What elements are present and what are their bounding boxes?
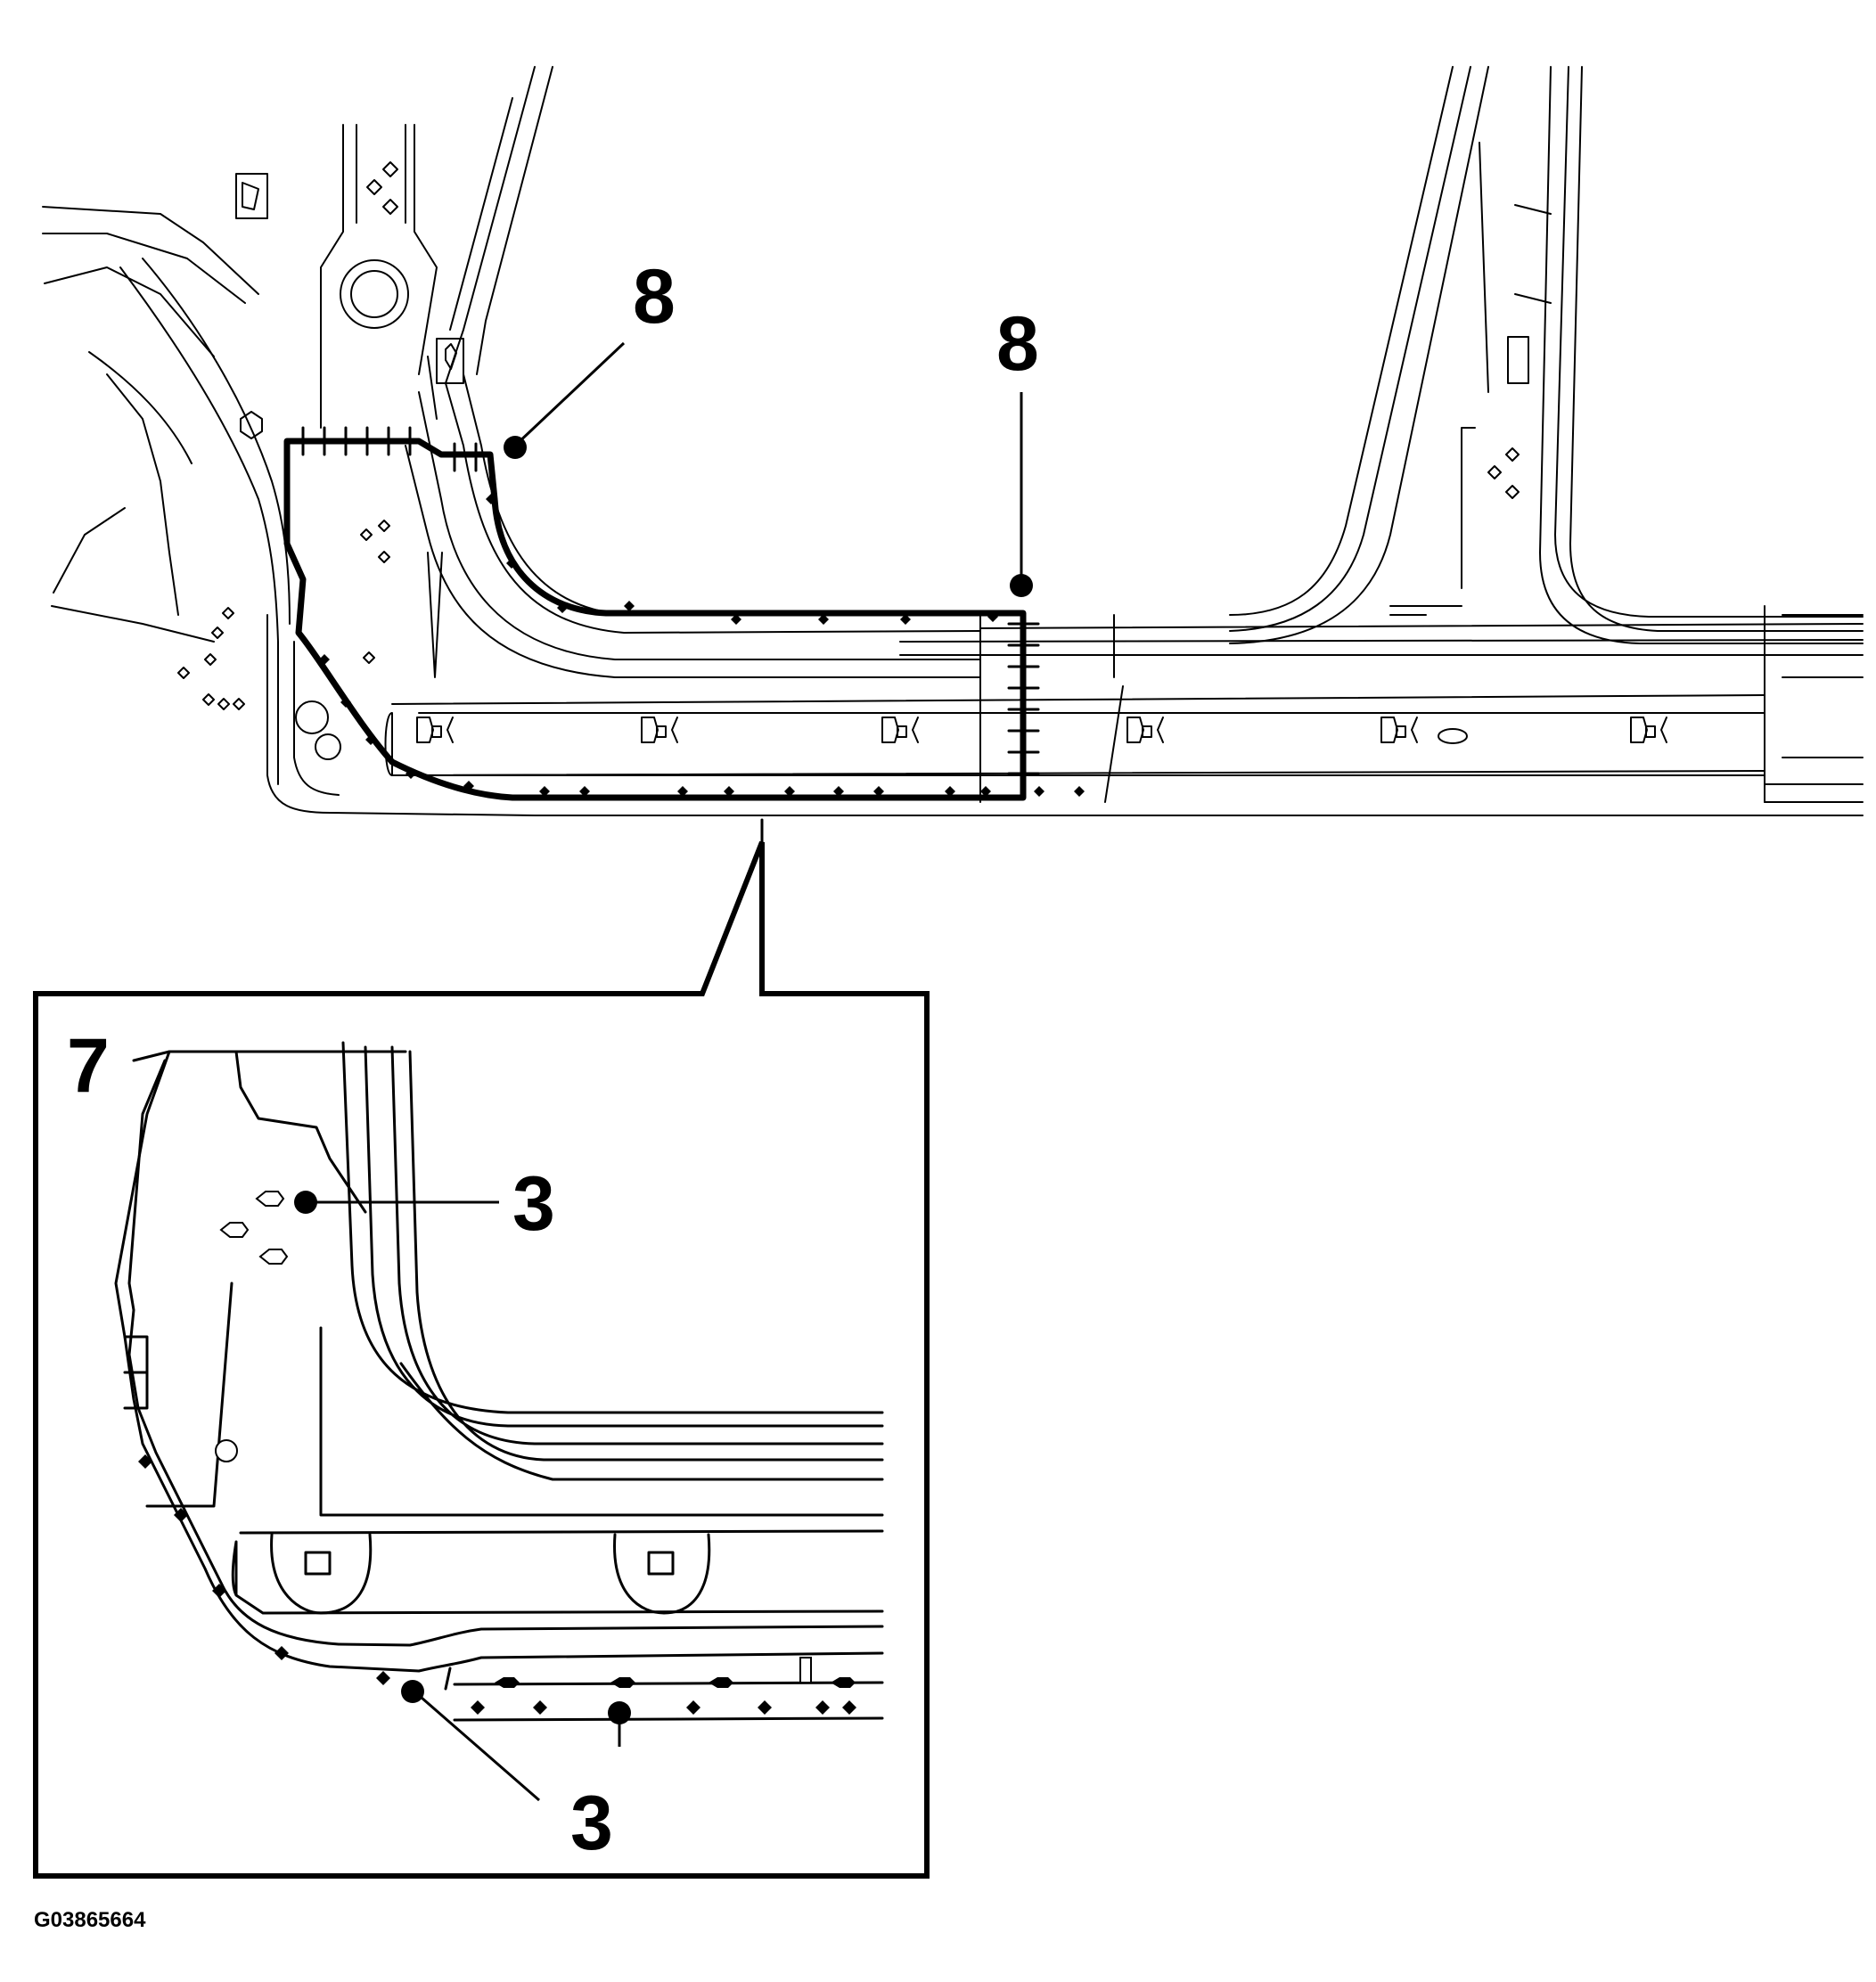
- leader-8-right-dot: [1010, 574, 1033, 597]
- b-pillar-slot: [1507, 336, 1529, 384]
- detail-hex-2: [219, 1222, 250, 1238]
- hinge-bracket: [235, 173, 268, 219]
- spot-weld-ticks-top: [301, 426, 478, 472]
- callout-8-left: 8: [633, 254, 676, 340]
- door-opening-outer: [445, 373, 981, 634]
- a-pillar-slot: [436, 338, 464, 384]
- detail-rocker-boss-2: [613, 1533, 711, 1615]
- detail-hex-3: [258, 1249, 289, 1265]
- callout-3-lower: 3: [570, 1781, 613, 1866]
- callout-3-upper: 3: [512, 1161, 555, 1247]
- detail-slot: [799, 1657, 812, 1683]
- rocker-dividers: [979, 605, 1765, 803]
- rocker-lines: [384, 614, 1864, 803]
- a-pillar: [427, 66, 553, 420]
- callout-7: 7: [67, 1023, 110, 1109]
- main-view: 8 8: [42, 66, 1864, 816]
- panel-diamonds-b: [177, 607, 245, 710]
- sill-lower-corner: [266, 614, 1864, 816]
- detail-hole: [215, 1439, 238, 1462]
- b-pillar: [1229, 66, 1864, 644]
- detail-rocker: [231, 1529, 884, 1615]
- detail-door-curve: [341, 1041, 884, 1481]
- leader-3-upper-dot: [294, 1191, 317, 1214]
- b-pillar-diamonds: [1487, 447, 1520, 499]
- b-pillar-lower: [1389, 427, 1476, 607]
- callout-8-right: 8: [996, 301, 1039, 387]
- hinge-hole-large: [340, 259, 409, 329]
- hinge-pillar: [320, 124, 438, 429]
- spot-weld-ticks-right: [1007, 622, 1040, 775]
- leader-3-lower-a: [414, 1690, 540, 1802]
- fender-outline: [42, 206, 259, 643]
- leader-3-lower-b-dot: [608, 1701, 631, 1724]
- panel-diamonds-a: [360, 520, 390, 664]
- leader-8-left-dot: [504, 436, 527, 459]
- hinge-hole-inner: [350, 270, 398, 318]
- pillar-small-diamonds: [366, 161, 398, 215]
- repair-cut-outline: [283, 438, 1027, 801]
- leader-3-lower-a-dot: [401, 1680, 424, 1703]
- detail-panel-edge: [145, 1050, 884, 1517]
- detail-frame: [33, 840, 930, 1879]
- figure-reference: G03865664: [34, 1908, 146, 1932]
- leader-8-left: [513, 341, 626, 447]
- detail-view: 7 3 3: [33, 818, 930, 1879]
- sill-corner-hole: [315, 733, 341, 760]
- arch-inner: [88, 351, 193, 616]
- detail-rocker-boss-1: [270, 1533, 373, 1615]
- detail-hex-1: [255, 1191, 285, 1207]
- pillar-hex: [240, 411, 263, 439]
- wheel-arch: [119, 258, 291, 785]
- door-opening-inner: [405, 391, 981, 678]
- rocker-bosses: [416, 717, 1667, 744]
- pillar-vertical: [427, 552, 443, 678]
- detail-sill-flange: [123, 1335, 149, 1410]
